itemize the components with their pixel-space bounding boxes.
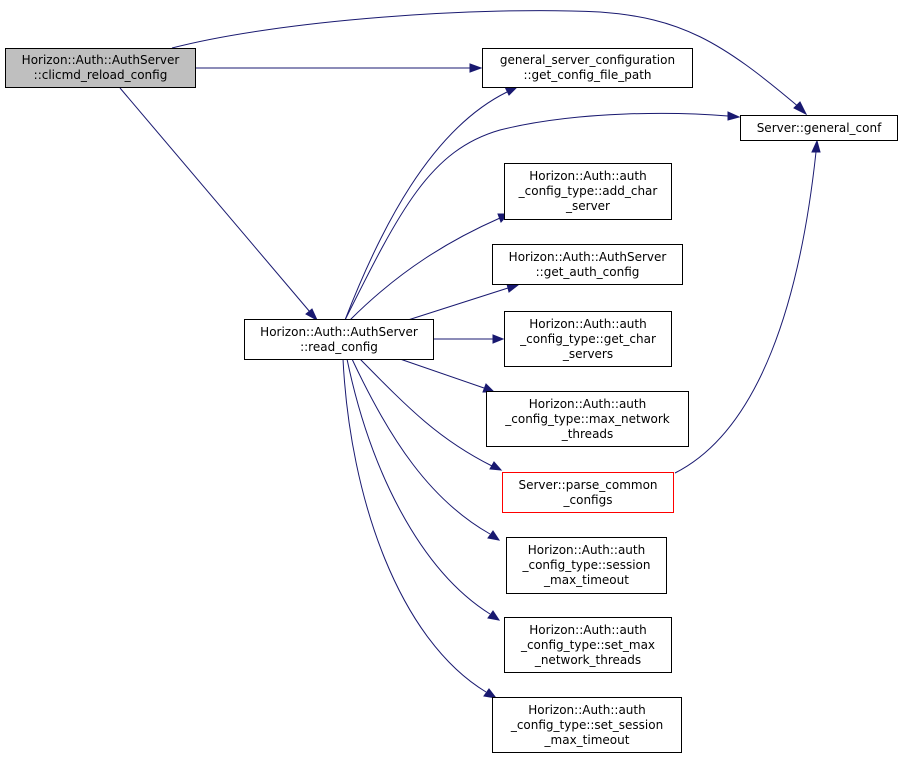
node-label-line: ::read_config xyxy=(300,339,378,354)
edge-arrowhead xyxy=(489,461,503,471)
edge-read-config-to-session-max-timeout xyxy=(351,358,491,535)
node-label-line: Server::general_conf xyxy=(756,120,882,135)
edge-read-config-to-set-session-max-timeout xyxy=(342,358,487,693)
node-label-line: _max_timeout xyxy=(544,573,629,587)
node-read-config[interactable]: Horizon::Auth::AuthServer ::read_config xyxy=(244,319,434,360)
node-label-line: _config_type::add_char xyxy=(518,184,658,198)
node-max-network-threads[interactable]: Horizon::Auth::auth _config_type::max_ne… xyxy=(486,391,689,447)
edge-read-config-to-general-conf xyxy=(344,112,729,321)
edge-arrowhead xyxy=(793,101,808,116)
edge-arrowhead xyxy=(483,688,498,699)
edge-arrowhead xyxy=(727,111,741,121)
node-label-line: _config_type::session xyxy=(522,558,651,572)
node-label-line: _config_type::get_char xyxy=(520,331,656,346)
node-add-char-server[interactable]: Horizon::Auth::auth _config_type::add_ch… xyxy=(504,163,672,220)
edge-arrowhead xyxy=(506,283,520,293)
edge-arrowhead xyxy=(811,139,821,153)
node-label-line: Horizon::Auth::auth xyxy=(529,316,647,331)
node-label-line: general_server_configuration xyxy=(499,53,676,67)
node-label-line: Horizon::Auth::auth xyxy=(529,622,647,637)
node-label-line: _servers xyxy=(562,346,614,361)
node-parse-common-configs[interactable]: Server::parse_common _configs xyxy=(502,472,674,513)
node-label-line: _config_type::set_session xyxy=(510,717,664,732)
node-label-line: Horizon::Auth::AuthServer xyxy=(508,249,667,264)
node-label-line: _threads xyxy=(561,426,614,441)
node-get-char-servers[interactable]: Horizon::Auth::auth _config_type::get_ch… xyxy=(504,311,672,367)
edge-arrowhead xyxy=(487,610,501,621)
edge-parse-common-configs-to-general-conf xyxy=(674,151,817,474)
node-label-line: Horizon::Auth::auth xyxy=(529,169,647,183)
node-label-line: _configs xyxy=(563,492,613,507)
node-get-auth-config[interactable]: Horizon::Auth::AuthServer ::get_auth_con… xyxy=(492,244,683,285)
node-label-line: Server::parse_common xyxy=(518,477,658,492)
edge-clicmd-to-read-config xyxy=(119,87,311,313)
node-set-session-max-timeout[interactable]: Horizon::Auth::auth _config_type::set_se… xyxy=(492,697,682,753)
edge-read-config-to-get-auth-config xyxy=(407,287,509,321)
node-get-config-file-path[interactable]: general_server_configuration ::get_confi… xyxy=(482,48,693,88)
node-label-line: _max_timeout xyxy=(544,732,630,747)
node-general-conf[interactable]: Server::general_conf xyxy=(740,115,898,141)
edge-arrowhead xyxy=(305,308,319,322)
node-label-line: Horizon::Auth::AuthServer xyxy=(21,53,180,67)
edge-read-config-to-max-network-threads xyxy=(399,358,485,389)
edge-arrowhead xyxy=(492,334,505,344)
node-session-max-timeout[interactable]: Horizon::Auth::auth _config_type::sessio… xyxy=(506,537,667,594)
node-label-line: ::get_config_file_path xyxy=(523,68,652,82)
edge-clicmd-to-general-conf xyxy=(171,10,801,109)
node-label-line: Horizon::Auth::auth xyxy=(528,702,646,717)
edge-arrowhead xyxy=(487,530,501,541)
node-label-line: _config_type::max_network xyxy=(505,411,670,426)
node-clicmd-reload-config[interactable]: Horizon::Auth::AuthServer ::clicmd_reloa… xyxy=(5,48,196,88)
edge-arrowhead xyxy=(469,63,483,73)
edge-read-config-to-parse-common-configs xyxy=(359,358,493,467)
node-label-line: ::get_auth_config xyxy=(535,264,640,279)
edge-arrowhead xyxy=(504,86,518,96)
node-label-line: _network_threads xyxy=(534,652,642,667)
node-label-line: Horizon::Auth::AuthServer xyxy=(260,324,418,339)
node-set-max-network-threads[interactable]: Horizon::Auth::auth _config_type::set_ma… xyxy=(504,617,672,673)
node-label-line: ::clicmd_reload_config xyxy=(33,68,168,82)
edge-read-config-to-set-max-network-threads xyxy=(346,358,491,615)
node-label-line: _server xyxy=(566,199,610,213)
node-label-line: Horizon::Auth::auth xyxy=(528,396,647,411)
node-label-line: _config_type::set_max xyxy=(520,637,656,652)
node-label-line: Horizon::Auth::auth xyxy=(527,543,646,557)
edge-read-config-to-get-config-file-path xyxy=(344,91,508,321)
edge-read-config-to-add-char-server xyxy=(349,217,501,321)
